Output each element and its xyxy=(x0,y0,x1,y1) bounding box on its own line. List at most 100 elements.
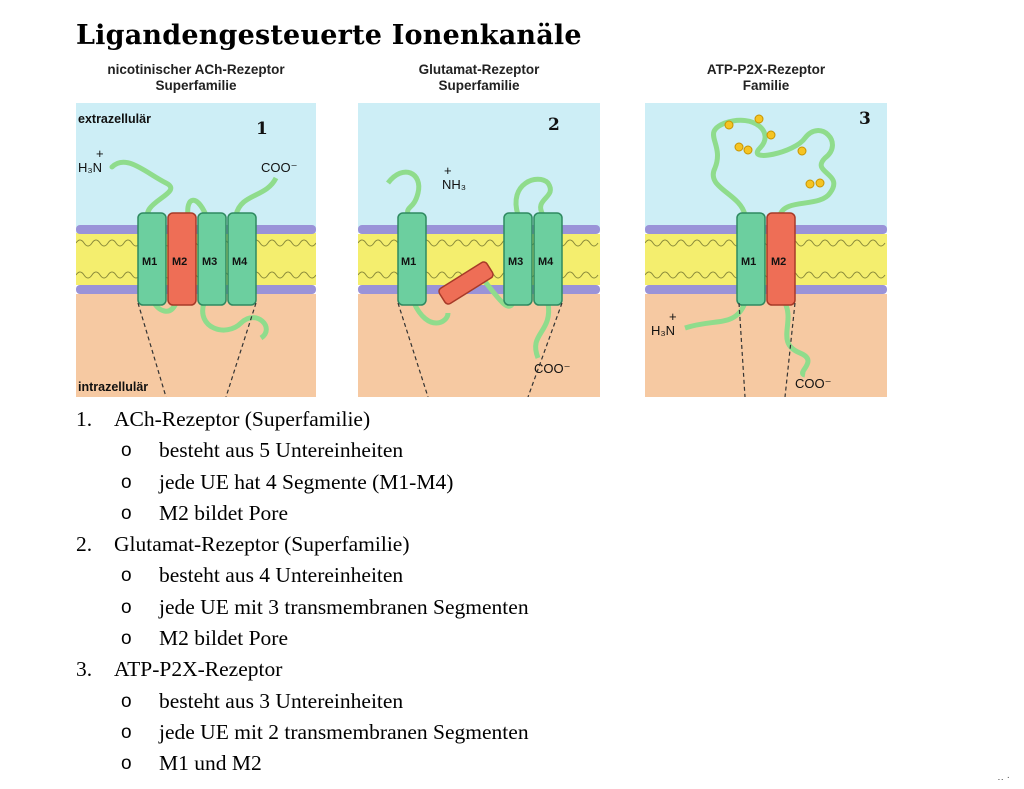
intracellular-region xyxy=(76,294,316,397)
m1-m2-loop xyxy=(411,301,451,326)
helix-m2 xyxy=(766,212,796,306)
bullet: o xyxy=(121,440,132,462)
segment-label-m3: M3 xyxy=(508,256,523,268)
panel-number-2: 2 xyxy=(548,115,560,135)
caption-1-line2: Superfamilie xyxy=(155,78,237,93)
panel-p2x-receptor: 3 H₃N + COO⁻ M1 M2 xyxy=(645,103,887,397)
n-terminus-1-charge: + xyxy=(96,146,104,161)
list-number: 1. xyxy=(76,407,93,431)
segment-label-m2: M2 xyxy=(172,256,187,268)
disulfide-bonds xyxy=(724,114,825,189)
dashed-line-left xyxy=(137,302,167,397)
helix-m2 xyxy=(438,261,494,305)
sub-item: o besteht aus 3 Untereinheiten xyxy=(76,686,529,717)
segment-label-m1: M1 xyxy=(401,256,416,268)
corner-mark: ‥ · xyxy=(997,772,1010,783)
m3-m4-loop xyxy=(513,176,553,217)
dashed-line-left xyxy=(738,302,746,397)
sub-item: o besteht aus 4 Untereinheiten xyxy=(76,560,529,591)
sub-item-text: jede UE hat 4 Segmente (M1-M4) xyxy=(159,469,454,494)
sub-item-text: M2 bildet Pore xyxy=(159,500,288,525)
helix-m2 xyxy=(167,212,197,306)
list-text: Glutamat-Rezeptor (Superfamilie) xyxy=(114,532,410,557)
helix-m1 xyxy=(736,212,766,306)
extracellular-loop xyxy=(386,169,422,222)
sub-item-text: besteht aus 3 Untereinheiten xyxy=(159,688,404,713)
caption-panel-2: Glutamat-Rezeptor Superfamilie xyxy=(358,62,600,94)
extracellular-loop xyxy=(109,159,174,224)
caption-panel-3: ATP-P2X-Rezeptor Familie xyxy=(645,62,887,94)
c-terminus-3: COO⁻ xyxy=(795,376,831,391)
panel-glutamate-receptor: 2 NH₃ + COO⁻ M1 M3 M4 xyxy=(358,103,600,397)
bullet: o xyxy=(121,753,132,775)
panel-number-3: 3 xyxy=(859,109,871,129)
segment-label-m2: M2 xyxy=(771,256,786,268)
helix-m3 xyxy=(197,212,227,306)
segment-label-m1: M1 xyxy=(142,256,157,268)
label-intracellular: intrazellulär xyxy=(78,380,148,394)
sub-item: o M2 bildet Pore xyxy=(76,498,529,529)
label-extracellular: extrazellulär xyxy=(78,112,151,126)
sub-item-text: M1 und M2 xyxy=(159,751,262,776)
m2-m3-loop xyxy=(185,197,209,217)
dashed-line-left xyxy=(397,302,429,397)
segment-label-m1: M1 xyxy=(741,256,756,268)
caption-1-line1: nicotinischer ACh-Rezeptor xyxy=(107,62,285,77)
list-text: ACh-Rezeptor (Superfamilie) xyxy=(114,407,371,431)
sub-item: o besteht aus 5 Untereinheiten xyxy=(76,435,529,466)
sub-item-text: jede UE mit 3 transmembranen Segmenten xyxy=(159,594,529,619)
caption-3-line1: ATP-P2X-Rezeptor xyxy=(706,62,826,77)
n-terminus-2-charge: + xyxy=(444,163,452,178)
intracellular-loop xyxy=(200,302,269,341)
bullet: o xyxy=(121,721,132,743)
bullet: o xyxy=(121,690,132,712)
bullet: o xyxy=(121,565,132,587)
c-terminus-2: COO⁻ xyxy=(534,361,570,376)
bullet: o xyxy=(121,628,132,650)
n-terminus-2: NH₃ xyxy=(442,177,466,192)
list-number: 2. xyxy=(76,532,93,557)
c-terminus-1: COO⁻ xyxy=(261,160,297,175)
list-item-2: 2. Glutamat-Rezeptor (Superfamilie) xyxy=(76,529,529,560)
sub-item: o M1 und M2 xyxy=(76,748,529,779)
sub-item-text: besteht aus 4 Untereinheiten xyxy=(159,563,404,588)
dashed-line-right xyxy=(527,302,563,397)
c-terminal-tail xyxy=(533,302,552,359)
bullet: o xyxy=(121,471,132,493)
extracellular-region xyxy=(76,103,316,233)
dashed-line-right xyxy=(225,302,257,397)
page-title: Ligandengesteuerte Ionenkanäle xyxy=(76,20,582,51)
bullet: o xyxy=(121,502,132,524)
segment-label-m4: M4 xyxy=(232,256,248,268)
list-number: 3. xyxy=(76,657,93,682)
receptor-list: 1. ACh-Rezeptor (Superfamilie) o besteht a… xyxy=(76,404,529,780)
sub-item: o jede UE mit 3 transmembranen Segmenten xyxy=(76,592,529,623)
helix-m4 xyxy=(227,212,257,306)
sub-item-text: jede UE mit 2 transmembranen Segmenten xyxy=(159,719,529,744)
sub-item-text: M2 bildet Pore xyxy=(159,626,288,651)
helix-m3 xyxy=(503,212,533,306)
helix-m4 xyxy=(533,212,563,306)
caption-2-line1: Glutamat-Rezeptor xyxy=(418,62,540,77)
caption-3-line2: Familie xyxy=(742,78,790,93)
bullet: o xyxy=(121,596,132,618)
segment-label-m3: M3 xyxy=(202,256,217,268)
extracellular-loop xyxy=(710,117,837,217)
list-text: ATP-P2X-Rezeptor xyxy=(114,657,283,682)
n-terminus-3-charge: + xyxy=(669,309,677,324)
n-terminus-3: H₃N xyxy=(651,323,675,338)
segment-label-m4: M4 xyxy=(538,256,554,268)
helix-m1 xyxy=(137,212,167,306)
panel-ach-receptor: extrazellulär intrazellulär 1 H₃N + COO⁻… xyxy=(76,103,316,397)
caption-panel-1: nicotinischer ACh-Rezeptor Superfamilie xyxy=(76,62,316,94)
list-item-3: 3. ATP-P2X-Rezeptor xyxy=(76,654,529,685)
lipid-bilayer xyxy=(645,225,887,294)
sub-item: o jede UE mit 2 transmembranen Segmenten xyxy=(76,717,529,748)
c-terminal-tail xyxy=(233,176,279,216)
list-item-1: 1. ACh-Rezeptor (Superfamilie) xyxy=(76,404,529,435)
n-terminal-tail xyxy=(684,301,748,331)
sub-item: o M2 bildet Pore xyxy=(76,623,529,654)
dashed-line-right xyxy=(784,302,796,397)
sub-item-text: besteht aus 5 Untereinheiten xyxy=(159,438,404,463)
panel-number-1: 1 xyxy=(256,119,268,139)
